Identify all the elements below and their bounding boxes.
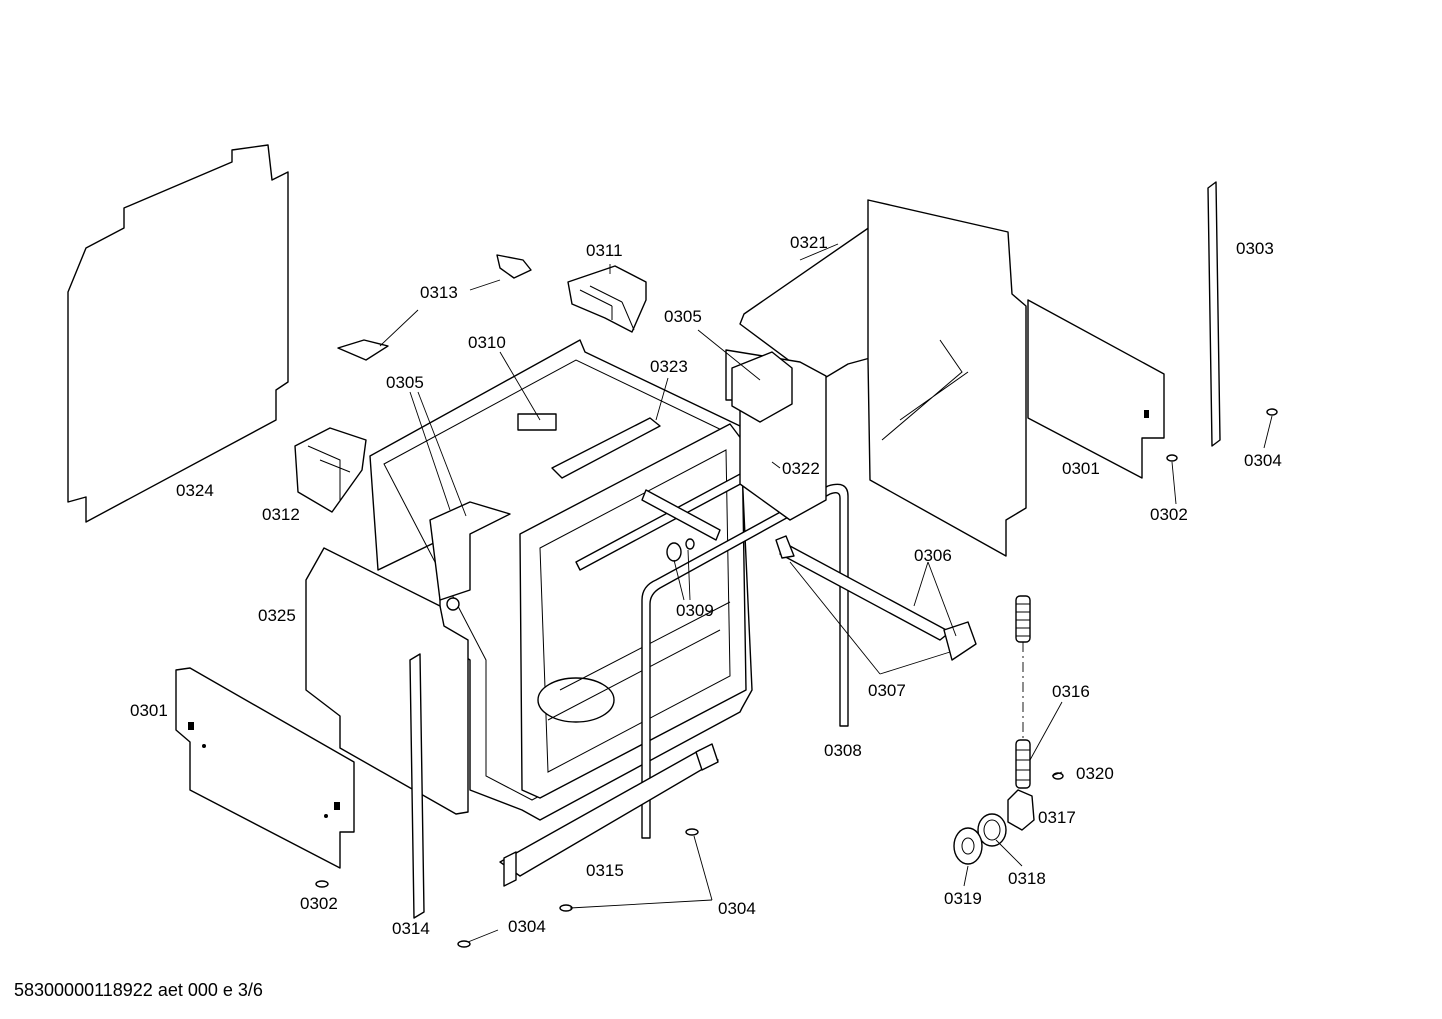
label-0301-right: 0301 (1062, 459, 1100, 478)
part-0306-arm (775, 535, 977, 661)
label-0315: 0315 (586, 861, 624, 880)
part-labels: 0324 0313 0311 0310 0305 0323 0312 0305 … (130, 233, 1282, 938)
label-0304-bottom-left: 0304 (508, 917, 546, 936)
label-0305-left: 0305 (386, 373, 424, 392)
label-0302-left: 0302 (300, 894, 338, 913)
part-0324-side-panel (67, 144, 289, 523)
label-0304-bottom-right: 0304 (718, 899, 756, 918)
part-0316-hose (1015, 595, 1031, 789)
label-0302-right: 0302 (1150, 505, 1188, 524)
label-0304-right: 0304 (1244, 451, 1282, 470)
part-0315-rail (499, 743, 719, 887)
label-0312: 0312 (262, 505, 300, 524)
part-0318-ring (977, 813, 1007, 847)
label-0311: 0311 (586, 241, 623, 260)
part-0311-clip (567, 265, 647, 333)
label-0313: 0313 (420, 283, 458, 302)
label-0317: 0317 (1038, 808, 1076, 827)
label-0301-left: 0301 (130, 701, 168, 720)
label-0306: 0306 (914, 546, 952, 565)
label-0307: 0307 (868, 681, 906, 700)
part-0313-brackets (337, 254, 532, 361)
label-0323: 0323 (650, 357, 688, 376)
leader-lines (379, 243, 1273, 943)
document-footer-id: 58300000118922 aet 000 e 3/6 (14, 980, 263, 1000)
part-0319-cap (953, 827, 983, 865)
part-0312-clip (294, 427, 367, 513)
part-0308-door-frame (641, 483, 849, 839)
label-0322: 0322 (782, 459, 820, 478)
label-0316: 0316 (1052, 682, 1090, 701)
part-0317-elbow (1007, 789, 1035, 831)
label-0309: 0309 (676, 601, 714, 620)
part-0301-left-plate (175, 667, 355, 869)
label-0325: 0325 (258, 606, 296, 625)
label-0318: 0318 (1008, 869, 1046, 888)
label-0314: 0314 (392, 919, 430, 938)
label-0324: 0324 (176, 481, 214, 500)
label-0319: 0319 (944, 889, 982, 908)
part-0303-strip (1207, 181, 1221, 447)
label-0310: 0310 (468, 333, 506, 352)
part-0309-washers (641, 489, 721, 562)
part-0314-strip (409, 653, 425, 919)
label-0308: 0308 (824, 741, 862, 760)
label-0303: 0303 (1236, 239, 1274, 258)
part-0301-right-plate (1027, 299, 1165, 479)
part-0321-cover (725, 199, 1027, 557)
label-0305-center: 0305 (664, 307, 702, 326)
part-0325-panel (305, 547, 469, 815)
label-0320: 0320 (1076, 764, 1114, 783)
label-0321: 0321 (790, 233, 828, 252)
